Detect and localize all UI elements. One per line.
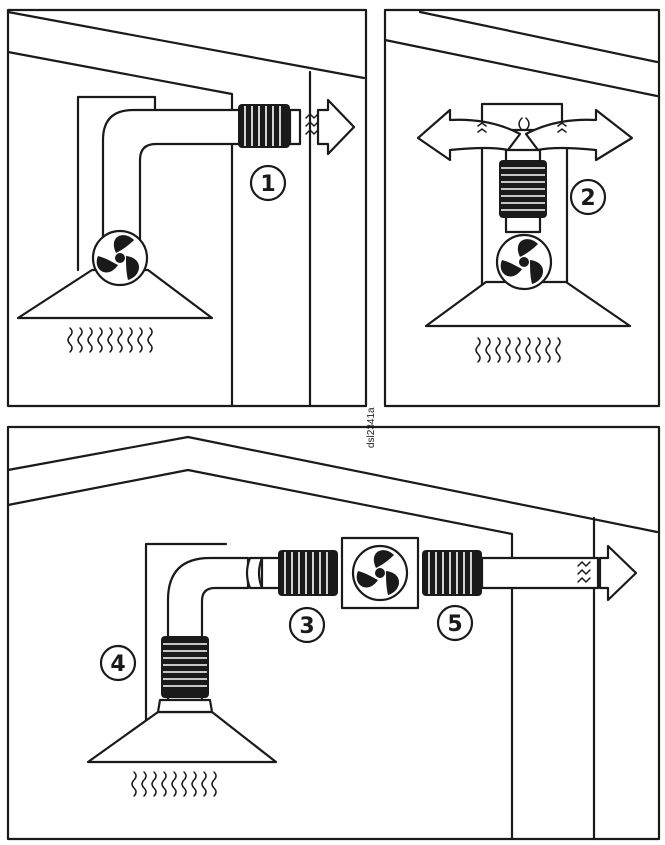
heat-rising-icon xyxy=(475,337,561,363)
air-flow-arrow-icon xyxy=(416,108,634,162)
flex-duct-bellows-icon xyxy=(161,636,209,698)
ceiling-wall-line xyxy=(6,468,514,841)
hood-canopy xyxy=(16,268,214,320)
duct-outlet xyxy=(480,556,600,590)
chimney-cover xyxy=(76,95,157,272)
fan-icon xyxy=(495,233,553,291)
callout-5: 5 xyxy=(436,604,474,642)
svg-text:5: 5 xyxy=(447,612,462,637)
panel-2-frame xyxy=(383,8,661,408)
roof-line xyxy=(418,10,659,64)
svg-text:4: 4 xyxy=(110,652,125,677)
heat-rising-icon xyxy=(67,327,153,353)
flex-duct-bellows-icon xyxy=(422,550,482,596)
panel-3-frame xyxy=(6,425,661,841)
callout-3: 3 xyxy=(288,606,326,644)
heat-rising-icon xyxy=(131,771,217,797)
svg-text:1: 1 xyxy=(260,172,275,197)
panel-3: 3 4 5 xyxy=(6,425,661,841)
duct-elbow xyxy=(101,108,242,242)
roof-line xyxy=(6,10,366,80)
svg-text:3: 3 xyxy=(299,614,314,639)
fan-icon xyxy=(351,544,409,602)
flex-duct-bellows-icon xyxy=(499,160,547,218)
panel-1-frame xyxy=(6,8,368,408)
flex-duct-bellows-icon xyxy=(238,104,290,148)
hood-canopy xyxy=(86,710,278,764)
chimney-cover xyxy=(480,146,569,292)
callout-4: 4 xyxy=(99,644,137,682)
callout-1: 1 xyxy=(249,164,287,202)
roof-line xyxy=(6,435,659,534)
svg-text:2: 2 xyxy=(580,186,595,211)
panel-1: 1 xyxy=(6,8,368,408)
ceiling-line xyxy=(383,38,659,98)
air-flow-arrow-icon xyxy=(577,544,638,602)
fan-icon xyxy=(91,229,149,287)
flex-duct-bellows-icon xyxy=(278,550,338,596)
reference-code: dsl2341a xyxy=(366,407,377,449)
ceiling-wall-line xyxy=(6,50,234,408)
hood-canopy xyxy=(424,280,632,328)
panel-2: 2 xyxy=(383,8,661,408)
chimney-cover xyxy=(144,542,228,747)
callout-2: 2 xyxy=(569,178,607,216)
air-flow-arrow-icon xyxy=(305,98,356,156)
